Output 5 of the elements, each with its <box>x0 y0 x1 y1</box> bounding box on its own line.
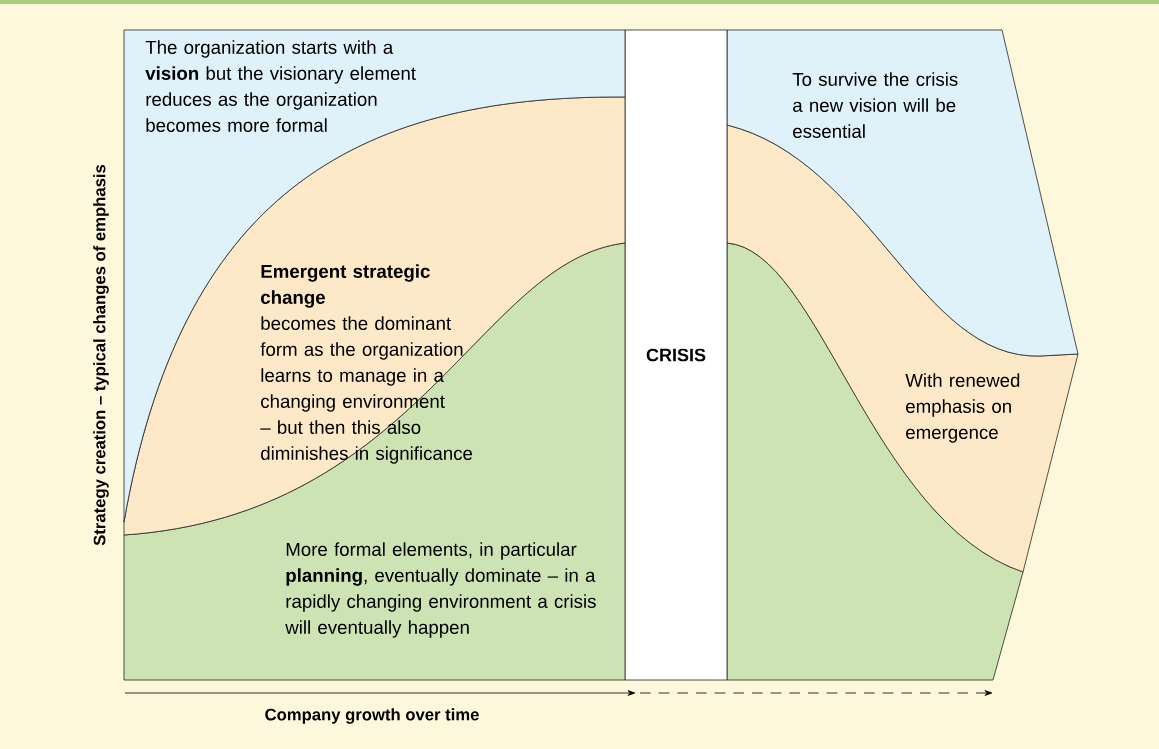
shaded-region <box>726 242 1024 681</box>
axis-label: Company growth over time <box>265 708 479 724</box>
axis-label: Strategy creation – typical changes of emphasis <box>93 164 109 546</box>
crisis-band: CRISIS <box>624 29 728 681</box>
shaded-region: To survive the crisis a new vision will be essential <box>726 29 1079 357</box>
